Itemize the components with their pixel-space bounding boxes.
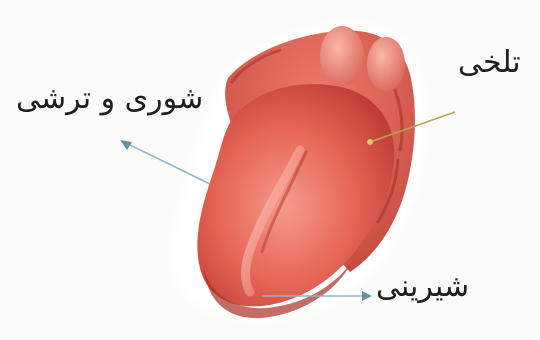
label-sweet: شیرینی (376, 272, 469, 302)
papilla-left (320, 26, 364, 86)
label-salty-sour: شوری و ترشی (16, 84, 203, 114)
papilla-right (367, 37, 405, 91)
label-bitter: تلخی (458, 48, 521, 78)
